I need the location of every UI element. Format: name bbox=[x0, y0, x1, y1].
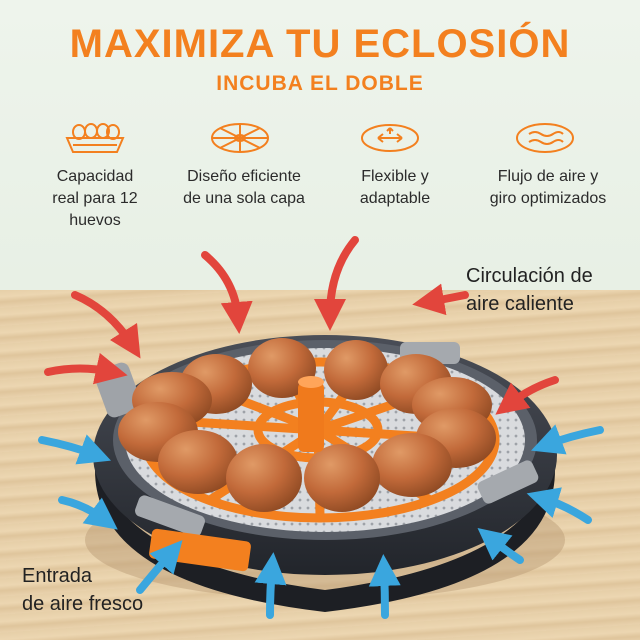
flexible-tray-icon bbox=[361, 124, 419, 152]
egg bbox=[226, 444, 302, 512]
page-title: MAXIMIZA TU ECLOSIÓN bbox=[69, 22, 571, 66]
hot-air-arrows bbox=[44, 236, 559, 415]
handle-right bbox=[477, 460, 539, 504]
handle-front-left bbox=[135, 495, 205, 537]
egg bbox=[324, 340, 388, 400]
egg-tray-icon bbox=[65, 123, 125, 153]
single-layer-tray-icon bbox=[211, 123, 269, 153]
egg bbox=[372, 433, 452, 497]
egg bbox=[304, 444, 380, 512]
center-post bbox=[298, 382, 324, 452]
incubator-base-bottom bbox=[95, 440, 555, 612]
eggs bbox=[118, 338, 496, 512]
airflow-icon bbox=[516, 123, 574, 153]
egg bbox=[158, 430, 238, 494]
page-subtitle: INCUBA EL DOBLE bbox=[216, 72, 424, 95]
center-post-top bbox=[298, 376, 324, 388]
fresh-air-arrows bbox=[38, 424, 604, 619]
